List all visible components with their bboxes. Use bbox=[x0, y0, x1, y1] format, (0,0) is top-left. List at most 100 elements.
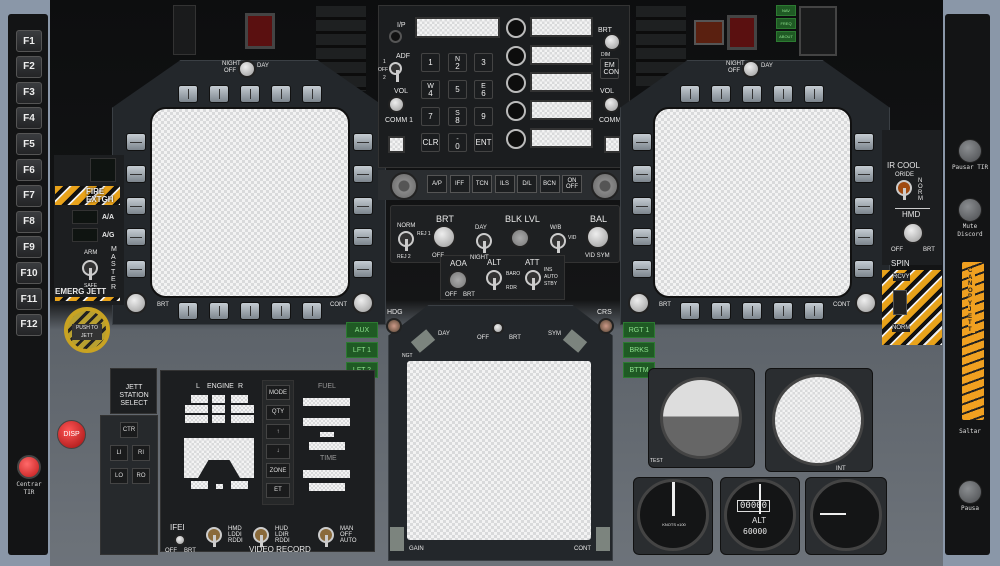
mode-brks-button[interactable]: BRKS bbox=[623, 342, 655, 358]
spin-recovery-switch[interactable] bbox=[893, 290, 907, 315]
ils-button[interactable]: ILS bbox=[494, 175, 515, 193]
right-ddi-osb-left-4[interactable] bbox=[632, 228, 652, 246]
function-key-f11[interactable]: F11 bbox=[16, 288, 42, 310]
right-ddi-osb-left-1[interactable] bbox=[632, 133, 652, 151]
ir-cool-switch[interactable] bbox=[896, 180, 912, 200]
function-key-f12[interactable]: F12 bbox=[16, 313, 42, 336]
function-key-f8[interactable]: F8 bbox=[16, 210, 42, 233]
left-ddi-osb-top-3[interactable] bbox=[240, 85, 260, 103]
hud-reject-switch[interactable] bbox=[398, 231, 414, 251]
pause-tir-button[interactable] bbox=[958, 139, 982, 163]
comm1-channel-window[interactable] bbox=[388, 136, 405, 153]
keypad-key-0[interactable]: -0 bbox=[448, 133, 467, 152]
option-select-button-1[interactable] bbox=[506, 18, 526, 38]
black-level-knob[interactable] bbox=[510, 228, 530, 248]
aa-master-mode-button[interactable] bbox=[72, 210, 98, 224]
left-ddi-osb-left-5[interactable] bbox=[126, 260, 146, 278]
function-key-f3[interactable]: F3 bbox=[16, 81, 42, 104]
right-ddi-cont-knob[interactable] bbox=[855, 292, 877, 314]
option-select-button-5[interactable] bbox=[506, 129, 526, 149]
mpcd-gain-rocker[interactable] bbox=[390, 527, 404, 551]
right-ddi-osb-right-5[interactable] bbox=[854, 260, 874, 278]
function-key-f5[interactable]: F5 bbox=[16, 133, 42, 156]
right-ddi-osb-bottom-2[interactable] bbox=[711, 302, 731, 320]
mpcd-mode-knob[interactable] bbox=[492, 322, 504, 334]
emcon-button[interactable]: EM CON bbox=[600, 58, 619, 79]
left-ddi-osb-right-1[interactable] bbox=[353, 133, 373, 151]
left-ddi-osb-bottom-3[interactable] bbox=[240, 302, 260, 320]
function-key-f1[interactable]: F1 bbox=[16, 30, 42, 52]
nav-button[interactable]: NAV bbox=[776, 5, 796, 16]
ifei-up-button[interactable]: ↑ bbox=[266, 424, 290, 439]
left-ddi-osb-left-1[interactable] bbox=[126, 133, 146, 151]
jett-lo-button[interactable]: LO bbox=[110, 468, 128, 484]
mute-discord-button[interactable] bbox=[958, 198, 982, 222]
right-ddi-osb-right-3[interactable] bbox=[854, 197, 874, 215]
jett-ro-button[interactable]: RO bbox=[132, 468, 150, 484]
left-ddi-brt-knob[interactable] bbox=[125, 292, 147, 314]
aoa-indexer-knob[interactable] bbox=[448, 270, 468, 290]
hud-brightness-knob[interactable] bbox=[432, 225, 456, 249]
left-ddi-osb-right-3[interactable] bbox=[353, 197, 373, 215]
pause-button[interactable] bbox=[958, 480, 982, 504]
function-key-f4[interactable]: F4 bbox=[16, 107, 42, 130]
center-tir-button[interactable] bbox=[17, 455, 41, 479]
right-ddi-osb-top-4[interactable] bbox=[773, 85, 793, 103]
right-ddi-osb-top-1[interactable] bbox=[680, 85, 700, 103]
left-ddi-osb-left-4[interactable] bbox=[126, 228, 146, 246]
comm1-volume-knob[interactable] bbox=[388, 96, 405, 113]
fire-extgh-label[interactable]: FIRE EXTGH bbox=[86, 187, 114, 204]
left-ddi-osb-bottom-4[interactable] bbox=[271, 302, 291, 320]
ifei-mode-button[interactable]: MODE bbox=[266, 385, 290, 400]
function-key-f7[interactable]: F7 bbox=[16, 184, 42, 207]
jett-ri-button[interactable]: RI bbox=[132, 445, 150, 461]
mode-rgt1-button[interactable]: RGT 1 bbox=[623, 322, 655, 338]
comm2-channel-window[interactable] bbox=[604, 136, 621, 153]
iff-button[interactable]: IFF bbox=[449, 175, 470, 193]
jett-ctr-button[interactable]: CTR bbox=[120, 422, 138, 438]
left-ddi-osb-top-4[interactable] bbox=[271, 85, 291, 103]
keypad-key-ent[interactable]: ENT bbox=[474, 133, 493, 152]
option-select-button-2[interactable] bbox=[506, 46, 526, 66]
left-ddi-osb-bottom-5[interactable] bbox=[302, 302, 322, 320]
left-ddi-osb-bottom-1[interactable] bbox=[178, 302, 198, 320]
right-ddi-osb-right-1[interactable] bbox=[854, 133, 874, 151]
left-ddi-osb-right-5[interactable] bbox=[353, 260, 373, 278]
canopy-jettison-handle[interactable] bbox=[962, 262, 984, 420]
freq-button[interactable]: FREQ bbox=[776, 18, 796, 29]
hmd-brightness-knob[interactable] bbox=[902, 222, 924, 244]
ag-master-mode-button[interactable] bbox=[72, 228, 98, 242]
function-key-f6[interactable]: F6 bbox=[16, 159, 42, 181]
right-ddi-osb-left-2[interactable] bbox=[632, 165, 652, 183]
mode-lft1-button[interactable]: LFT 1 bbox=[346, 342, 378, 358]
right-ddi-osb-top-3[interactable] bbox=[742, 85, 762, 103]
heading-select-knob[interactable] bbox=[386, 318, 402, 334]
ifei-zone-button[interactable]: ZONE bbox=[266, 463, 290, 478]
ifei-down-button[interactable]: ↓ bbox=[266, 443, 290, 459]
ap-button[interactable]: A/P bbox=[427, 175, 447, 193]
ip-button[interactable] bbox=[389, 30, 402, 43]
left-ddi-osb-left-2[interactable] bbox=[126, 165, 146, 183]
left-ddi-osb-bottom-2[interactable] bbox=[209, 302, 229, 320]
alt-switch[interactable] bbox=[486, 270, 502, 290]
right-ddi-osb-bottom-5[interactable] bbox=[804, 302, 824, 320]
function-key-f9[interactable]: F9 bbox=[16, 236, 42, 259]
tcn-button[interactable]: TCN bbox=[472, 175, 492, 193]
bcn-button[interactable]: BCN bbox=[539, 175, 560, 193]
mpcd-contrast-rocker[interactable] bbox=[596, 527, 610, 551]
keypad-key-7[interactable]: 7 bbox=[421, 107, 440, 126]
hud-day-night-switch[interactable] bbox=[476, 233, 492, 253]
keypad-key-3[interactable]: 3 bbox=[474, 53, 493, 72]
left-ddi-osb-top-2[interactable] bbox=[209, 85, 229, 103]
option-select-button-3[interactable] bbox=[506, 73, 526, 93]
keypad-key-clr[interactable]: CLR bbox=[421, 133, 440, 152]
comm1-channel-knob[interactable] bbox=[390, 172, 418, 200]
left-ddi-osb-left-3[interactable] bbox=[126, 197, 146, 215]
left-ddi-osb-right-4[interactable] bbox=[353, 228, 373, 246]
right-ddi-osb-top-2[interactable] bbox=[711, 85, 731, 103]
keypad-key-5[interactable]: 5 bbox=[448, 80, 467, 99]
right-ddi-osb-right-4[interactable] bbox=[854, 228, 874, 246]
function-key-f2[interactable]: F2 bbox=[16, 55, 42, 78]
